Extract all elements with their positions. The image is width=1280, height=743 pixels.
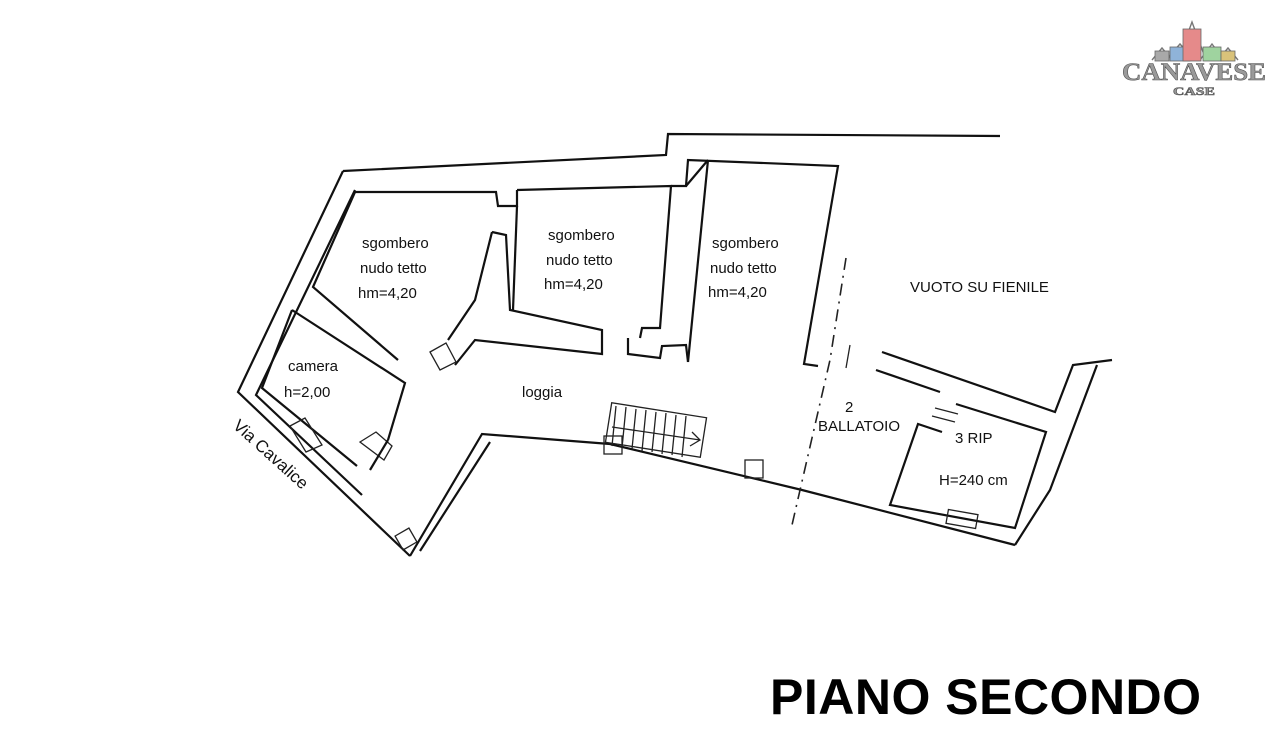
logo-brand: CANAVESE — [1122, 59, 1266, 86]
room-camera-line-1: camera — [288, 358, 339, 375]
room-sgombero-1-line-2: nudo tetto — [360, 260, 427, 277]
room-ripostiglio-label: 3 RIP — [955, 430, 993, 447]
room-ballatoio-number: 2 — [845, 399, 853, 416]
canavese-case-logo: CANAVESE CASE — [1122, 19, 1266, 98]
room-sgombero-2-line-1: sgombero — [548, 227, 615, 244]
staircase — [603, 401, 764, 479]
building-walls — [236, 132, 1113, 557]
room-labels: sgombero nudo tetto hm=4,20 sgombero nud… — [229, 227, 1049, 493]
logo-sub: CASE — [1173, 84, 1215, 98]
room-loggia-label: loggia — [522, 384, 563, 401]
room-sgombero-2-line-3: hm=4,20 — [544, 276, 603, 293]
void-label: VUOTO SU FIENILE — [910, 279, 1049, 296]
logo-house-5 — [1220, 50, 1236, 62]
room-sgombero-3-line-1: sgombero — [712, 235, 779, 252]
page-title: PIANO SECONDO — [770, 669, 1202, 725]
room-sgombero-3-line-2: nudo tetto — [710, 260, 777, 277]
room-ballatoio-label: BALLATOIO — [818, 418, 900, 435]
room-sgombero-1-line-3: hm=4,20 — [358, 285, 417, 302]
room-sgombero-2-line-2: nudo tetto — [546, 252, 613, 269]
room-camera-line-2: h=2,00 — [284, 384, 330, 401]
room-sgombero-3-line-3: hm=4,20 — [708, 284, 767, 301]
room-ripostiglio-height: H=240 cm — [939, 472, 1008, 489]
room-sgombero-1-line-1: sgombero — [362, 235, 429, 252]
logo-house-3 — [1182, 28, 1202, 62]
street-label: Via Cavalice — [229, 416, 312, 493]
logo-house-1 — [1154, 50, 1170, 62]
